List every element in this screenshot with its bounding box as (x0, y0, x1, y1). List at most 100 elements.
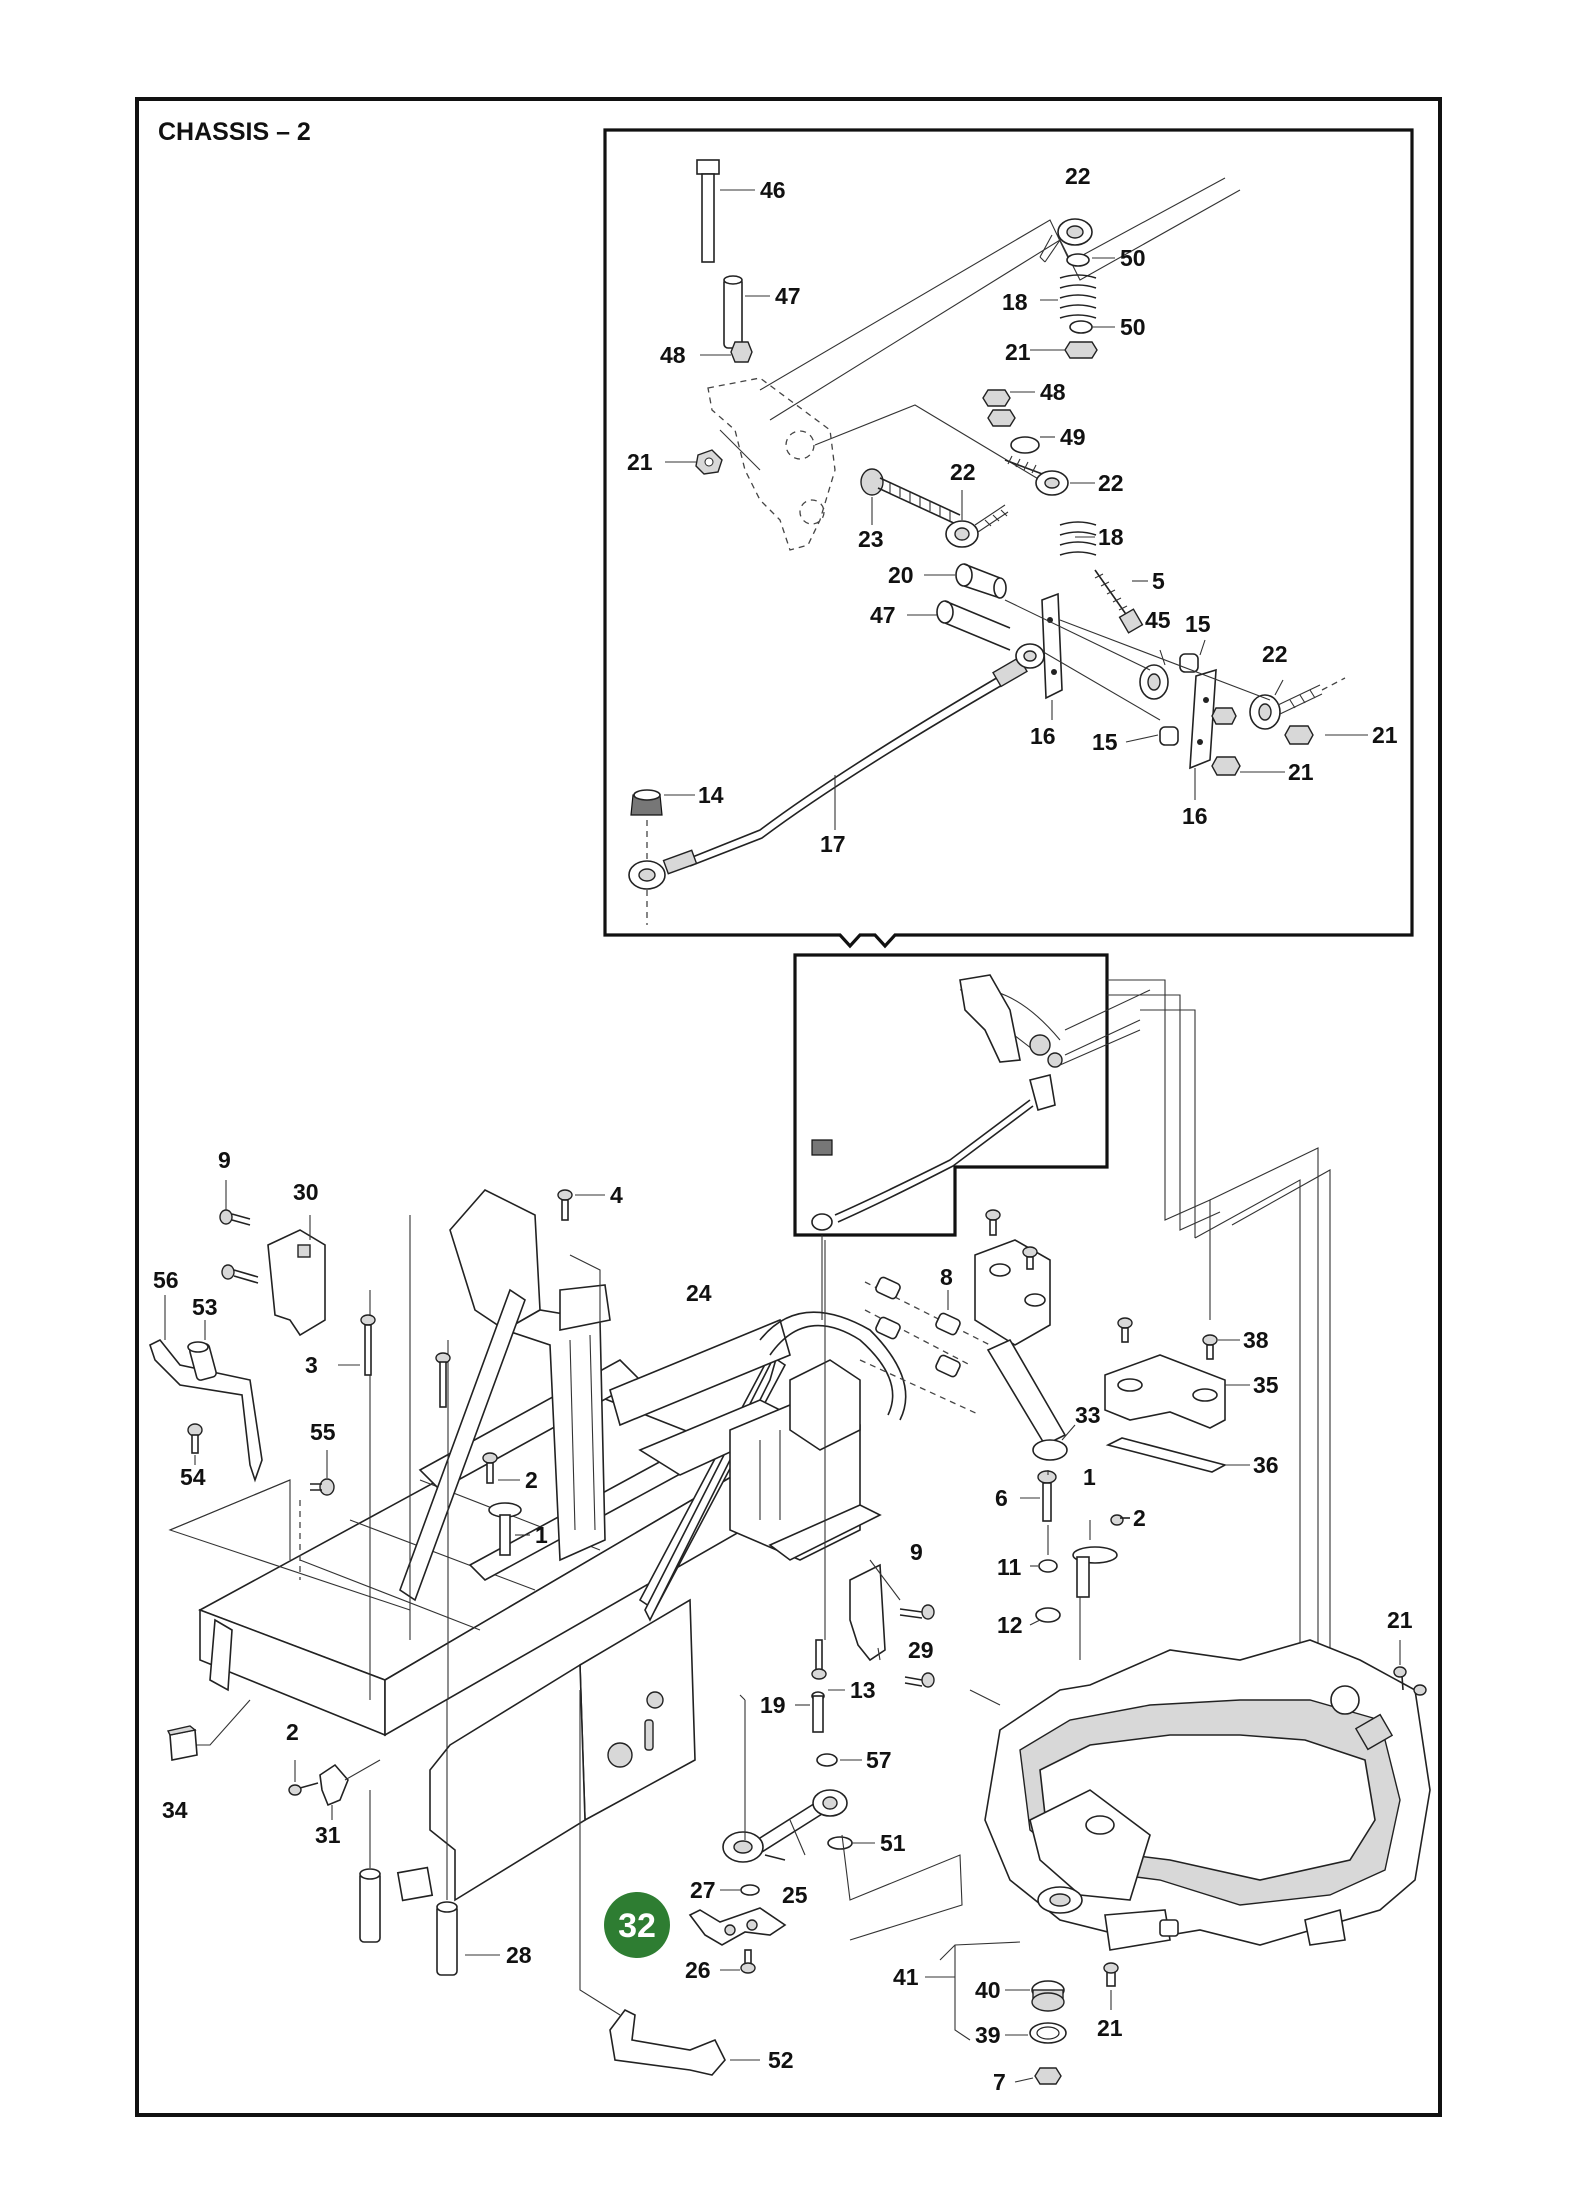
callout-label: 15 (1092, 729, 1118, 755)
highlight-badge[interactable]: 32 (604, 1892, 670, 1958)
diagram-frame (135, 97, 1442, 2117)
callout-label: 2 (525, 1467, 538, 1493)
bushing-53-icon (187, 1341, 217, 1381)
callout-label: 24 (686, 1280, 712, 1306)
callout-label: 18 (1002, 289, 1028, 315)
callout-label: 21 (1372, 722, 1398, 748)
washer-11-icon (1038, 1559, 1058, 1573)
callout-label: 51 (880, 1830, 906, 1856)
washer-27-icon (740, 1884, 760, 1896)
callout-label: 35 (1253, 1372, 1279, 1398)
callout-label: 1 (1083, 1464, 1096, 1490)
bolt-38-icon (1117, 1317, 1218, 1360)
callout-label: 45 (1145, 607, 1171, 633)
callout-label: 1 (535, 1522, 548, 1548)
overview-box (793, 953, 1151, 1237)
callout-label: 18 (1098, 524, 1124, 550)
callout-label: 21 (1387, 1607, 1413, 1633)
nut-48-icon (730, 341, 753, 363)
guide-lines (821, 979, 1331, 1670)
callout-label: 57 (866, 1747, 892, 1773)
bolt-26-icon (740, 1949, 756, 1974)
page-title: CHASSIS – 2 (158, 118, 311, 146)
cap-33-icon (1032, 1439, 1068, 1461)
plate-32-icon (688, 1907, 787, 1946)
callout-label: 9 (218, 1147, 231, 1173)
callout-label: 15 (1185, 611, 1211, 637)
bolt-2-icon (482, 1452, 498, 1484)
callout-label: 6 (995, 1485, 1008, 1511)
callout-label: 41 (893, 1964, 919, 1990)
plate-36-icon (1105, 1437, 1228, 1473)
inset-callouts: 46 22 50 47 18 48 50 21 48 49 21 22 22 2… (627, 163, 1398, 857)
bolt-47b-icon (936, 600, 1011, 651)
washer-50-icon (1066, 253, 1090, 267)
callout-label: 55 (310, 1419, 336, 1445)
callout-label: 21 (627, 449, 653, 475)
pin-20-icon (955, 563, 1007, 599)
pin-1b-icon (1072, 1546, 1118, 1598)
bracket-outline (707, 377, 836, 551)
spacer-15b-icon (1159, 726, 1179, 746)
callout-label: 7 (993, 2069, 1006, 2095)
callout-label: 2 (286, 1719, 299, 1745)
pin-55-icon (310, 1478, 335, 1496)
callout-label: 46 (760, 177, 786, 203)
nut-21c-icon (1211, 756, 1241, 776)
highlight-number: 32 (618, 1907, 656, 1945)
callout-label: 3 (305, 1352, 318, 1378)
inset-detail (603, 128, 1414, 949)
callout-label: 47 (775, 283, 801, 309)
callout-label: 29 (908, 1637, 934, 1663)
callout-label: 13 (850, 1677, 876, 1703)
callout-label: 2 (1133, 1505, 1146, 1531)
spring-18b-icon (1059, 521, 1097, 556)
callout-label: 50 (1120, 314, 1146, 340)
bolt-46-icon (696, 159, 720, 263)
bolt-9b-icon (899, 1604, 935, 1620)
bolt-4-icon (557, 1189, 573, 1221)
link-rod-17-icon (662, 643, 1045, 875)
callout-label: 49 (1060, 424, 1086, 450)
washer-12-icon (1035, 1607, 1061, 1623)
bracket-35-icon (1104, 1354, 1226, 1429)
callout-label: 4 (610, 1182, 623, 1208)
callout-label: 50 (1120, 245, 1146, 271)
chassis-frame (168, 1189, 991, 2016)
callout-label: 56 (153, 1267, 179, 1293)
bolt-21-icon (1393, 1666, 1427, 1696)
callout-label: 47 (870, 602, 896, 628)
callout-label: 48 (1040, 379, 1066, 405)
callout-label: 22 (1098, 470, 1124, 496)
rod-end-22-icon (1039, 218, 1093, 263)
callout-label: 17 (820, 831, 846, 857)
nut-48b-icon (982, 389, 1011, 407)
spring-18-icon (1059, 274, 1097, 319)
bolt-13-icon (811, 1639, 827, 1680)
callout-label: 16 (1030, 723, 1056, 749)
callout-label: 48 (660, 342, 686, 368)
washer-51-icon (827, 1836, 853, 1850)
callout-label: 22 (950, 459, 976, 485)
callout-label: 31 (315, 1822, 341, 1848)
callout-label: 21 (1005, 339, 1031, 365)
bolt-2b-icon (1110, 1514, 1130, 1526)
washer-50b-icon (1069, 320, 1093, 334)
callout-label: 21 (1097, 2015, 1123, 2041)
callout-label: 22 (1065, 163, 1091, 189)
bushing-8-icon (875, 1276, 961, 1378)
nut-21d-icon (1284, 725, 1314, 745)
callout-label: 40 (975, 1977, 1001, 2003)
callout-label: 53 (192, 1294, 218, 1320)
callout-label: 28 (506, 1942, 532, 1968)
nut-21b-icon (1064, 341, 1098, 359)
bolt-icon (985, 1209, 1038, 1270)
bolt-3-icon (221, 1264, 451, 1408)
callout-label: 26 (685, 1957, 711, 1983)
callout-label: 30 (293, 1179, 319, 1205)
pin-1-icon (488, 1502, 522, 1556)
callout-label: 19 (760, 1692, 786, 1718)
washer-57-icon (816, 1753, 838, 1767)
callout-label: 8 (940, 1264, 953, 1290)
